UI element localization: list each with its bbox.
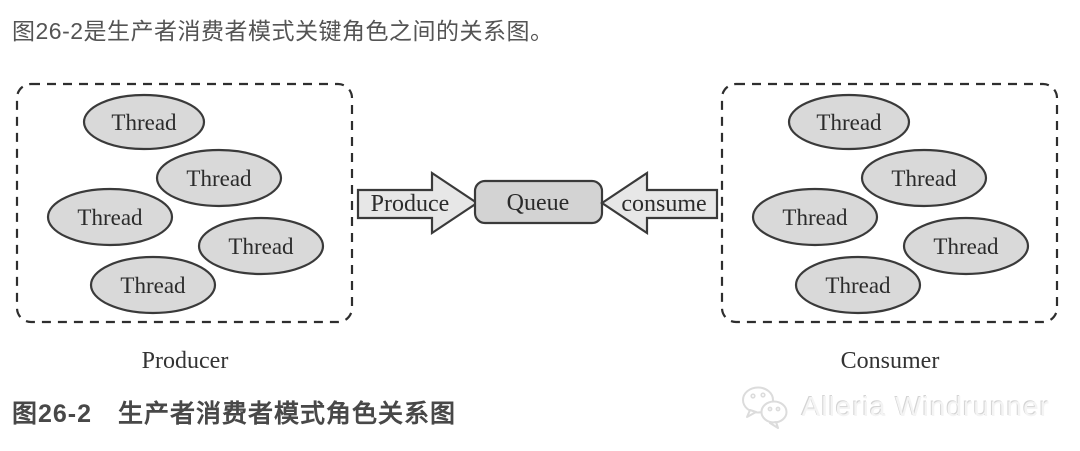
thread-label: Thread	[186, 166, 252, 191]
figure-caption: 图26-2 生产者消费者模式角色关系图	[12, 400, 457, 428]
producer-label: Producer	[142, 348, 229, 374]
thread-label: Thread	[228, 234, 294, 259]
consumer-group: Thread Thread Thread Thread Thread Consu…	[720, 82, 1059, 374]
producer-thread-2: Thread	[155, 148, 283, 208]
thread-ellipse	[787, 93, 911, 151]
thread-label: Thread	[933, 234, 999, 259]
watermark-text: Alleria Windrunner	[801, 391, 1050, 422]
thread-label: Thread	[111, 110, 177, 135]
producer-thread-4: Thread	[197, 216, 325, 276]
thread-ellipse	[155, 148, 283, 208]
thread-ellipse	[902, 216, 1030, 276]
thread-label: Thread	[825, 273, 891, 298]
producer-dashed-box	[15, 82, 354, 324]
intro-text: 图26-2是生产者消费者模式关键角色之间的关系图。	[12, 18, 554, 44]
thread-ellipse	[794, 255, 922, 315]
consumer-thread-3: Thread	[751, 187, 879, 247]
watermark: Alleria Windrunner	[740, 384, 1050, 430]
consumer-label: Consumer	[841, 348, 940, 374]
thread-label: Thread	[816, 110, 882, 135]
producer-thread-5: Thread	[89, 255, 217, 315]
thread-ellipse	[860, 148, 988, 208]
thread-ellipse	[751, 187, 879, 247]
thread-ellipse	[89, 255, 217, 315]
thread-label: Thread	[120, 273, 186, 298]
wechat-icon	[741, 386, 788, 429]
thread-label: Thread	[782, 205, 848, 230]
consumer-thread-4: Thread	[902, 216, 1030, 276]
thread-ellipse	[46, 187, 174, 247]
producer-group: Thread Thread Thread Thread Thread Produ…	[15, 82, 354, 374]
produce-arrow-label: Produce	[371, 191, 450, 217]
queue-label: Queue	[507, 190, 570, 216]
thread-label: Thread	[891, 166, 957, 191]
thread-ellipse	[82, 93, 206, 151]
flow: Produce Queue consume	[356, 170, 719, 236]
thread-label: Thread	[77, 205, 143, 230]
thread-ellipse	[197, 216, 325, 276]
producer-thread-1: Thread	[82, 93, 206, 151]
producer-thread-3: Thread	[46, 187, 174, 247]
consume-arrow-label: consume	[621, 191, 706, 217]
produce-arrow	[356, 170, 479, 236]
consume-arrow	[600, 170, 719, 236]
consumer-thread-1: Thread	[787, 93, 911, 151]
consumer-thread-5: Thread	[794, 255, 922, 315]
consumer-thread-2: Thread	[860, 148, 988, 208]
consumer-dashed-box	[720, 82, 1059, 324]
producer-consumer-diagram: Thread Thread Thread Thread Thread Produ…	[15, 82, 1059, 374]
